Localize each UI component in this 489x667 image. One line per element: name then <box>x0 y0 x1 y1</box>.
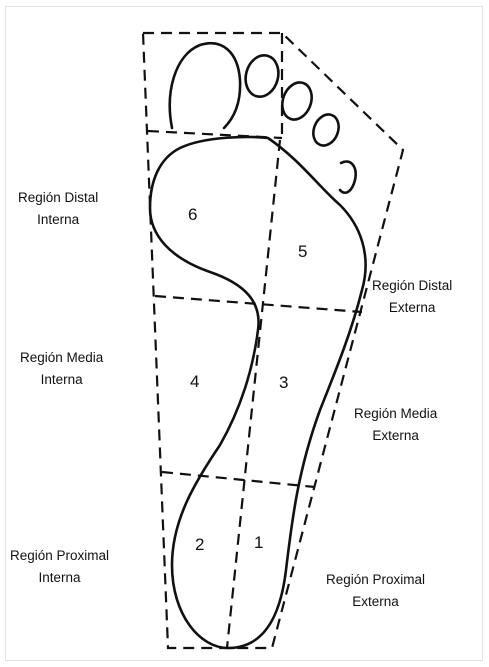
toe-4 <box>309 111 343 150</box>
zone-number-4: 4 <box>190 372 199 392</box>
zone-number-1: 1 <box>254 533 263 553</box>
toe-line <box>148 131 282 138</box>
distal-medial-divider <box>155 296 362 312</box>
toe-5 <box>340 162 356 193</box>
toe-3 <box>277 78 316 123</box>
toe-2 <box>241 52 283 101</box>
zone-number-6: 6 <box>188 205 197 225</box>
zone-number-5: 5 <box>298 242 307 262</box>
zone-number-3: 3 <box>279 373 288 393</box>
medial-proximal-divider <box>162 472 315 487</box>
center-divider <box>227 140 280 648</box>
boundary-outline <box>143 33 403 648</box>
zone-number-2: 2 <box>195 535 204 555</box>
big-toe <box>170 43 240 128</box>
